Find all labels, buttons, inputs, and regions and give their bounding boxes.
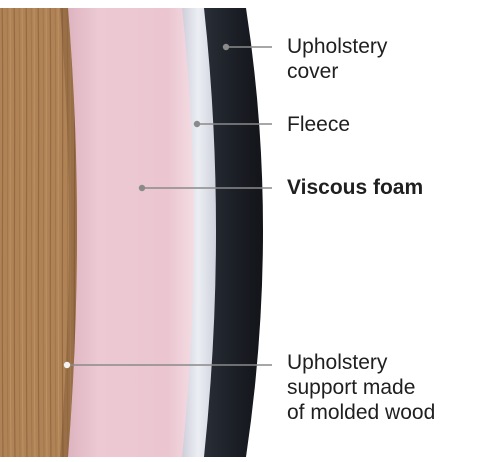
label-viscous-foam: Viscous foam (287, 176, 424, 199)
foam-leader-dot (138, 184, 146, 192)
wood-edge-shadow (60, 8, 77, 457)
upholstery-cover-layer (202, 8, 263, 457)
label-upholstery-cover: Upholstery cover (287, 35, 388, 83)
label-fleece: Fleece (287, 113, 351, 136)
label-upholstery-support: Upholstery support made of molded wood (287, 351, 436, 424)
cover-leader-dot (222, 43, 230, 51)
fleece-leader-dot (193, 120, 201, 128)
molded-wood-layer (0, 8, 77, 457)
support-leader-dot (63, 361, 71, 369)
viscous-foam-layer (66, 8, 194, 457)
